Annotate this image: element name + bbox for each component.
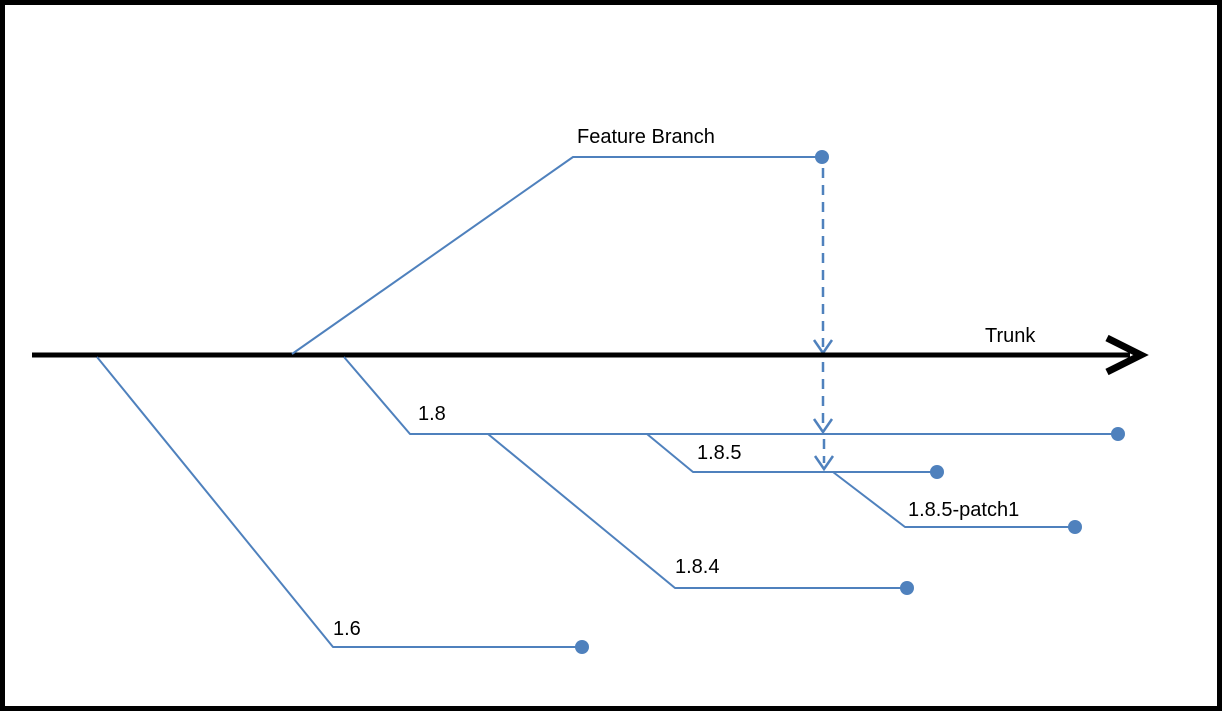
branch-1-8-endpoint-dot (1111, 427, 1125, 441)
branch-1-6-endpoint-dot (575, 640, 589, 654)
branch-1-8-line (343, 356, 1118, 435)
diagram-labels: Feature Branch Trunk 1.8 1.8.5 1.8.5-pat… (333, 126, 1036, 640)
merge-arrow-to-1-8-arrowhead (812, 418, 834, 435)
branch-1-8-5-label: 1.8.5 (697, 442, 741, 464)
branch-1-8-4-line (487, 433, 907, 589)
feature-branch-endpoint-dot (815, 150, 829, 164)
feature-branch-label: Feature Branch (577, 126, 715, 148)
branch-1-8-5-patch1-endpoint-dot (1068, 520, 1082, 534)
branch-1-6-label: 1.6 (333, 618, 361, 640)
branch-1-8-label: 1.8 (418, 403, 446, 425)
diagram-shapes (32, 150, 1149, 654)
trunk-label: Trunk (985, 325, 1036, 347)
branch-1-6-line (96, 356, 582, 648)
branch-1-8-5-patch1-label: 1.8.5-patch1 (908, 499, 1019, 521)
merge-arrow-to-1-8-5-arrowhead (813, 455, 835, 472)
branch-1-8-4-label: 1.8.4 (675, 556, 719, 578)
branch-1-8-5-endpoint-dot (930, 465, 944, 479)
branch-1-8-5-line (646, 433, 937, 473)
trunk-arrowhead (1105, 334, 1149, 376)
feature-branch-line (291, 156, 822, 355)
branch-1-8-5-patch1-line (832, 471, 1075, 528)
branch-1-8-4-endpoint-dot (900, 581, 914, 595)
